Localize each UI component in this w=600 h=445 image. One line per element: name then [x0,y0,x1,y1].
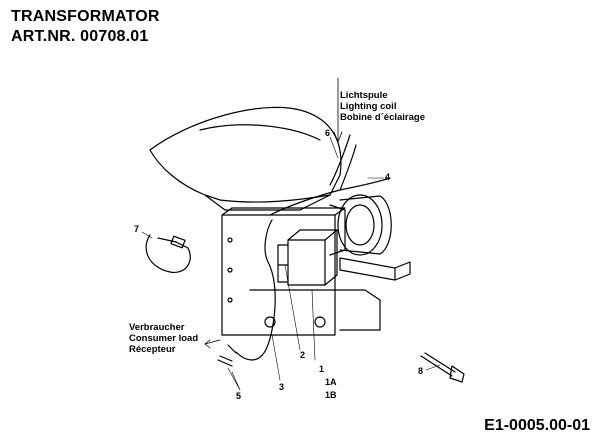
article-number: ART.NR. 00708.01 [11,28,149,45]
mounting-plate [221,214,336,336]
label-en: Lighting coil [340,101,397,112]
label-en: Consumer load [129,333,199,344]
lighting-coil-lead [329,134,351,186]
flywheel-disc [337,194,383,256]
screw [424,352,456,373]
label-fr: Bobine d´éclairage [340,112,425,123]
engine-housing [149,106,342,203]
drawing-reference: E1-0005.00-01 [484,417,590,434]
part-number: 8 [418,366,424,376]
connector [217,355,233,367]
transformer-box [287,239,326,286]
cable-tie [145,234,191,274]
part-number: 2 [300,350,306,360]
bolt-hole [264,316,276,328]
part-number: 4 [385,172,391,182]
part-number: 1A [325,377,337,387]
consumer-load-callout: Verbraucher Consumer load Récepteur [129,322,198,355]
part-number: 7 [134,224,140,234]
part-number: 6 [325,128,331,138]
part-number: 3 [279,382,285,392]
label-de: Lichtspule [340,90,388,101]
mounting-rail [339,257,396,281]
label-fr: Récepteur [129,344,176,355]
part-number: 1 [319,364,325,374]
part-number: 1B [325,390,337,400]
lighting-coil-callout: Lichtspule Lighting coil Bobine d´éclair… [340,90,425,123]
label-de: Verbraucher [129,322,185,333]
part-number: 5 [236,391,242,401]
bolt-hole [314,316,326,328]
diagram-title: TRANSFORMATOR [11,8,160,25]
